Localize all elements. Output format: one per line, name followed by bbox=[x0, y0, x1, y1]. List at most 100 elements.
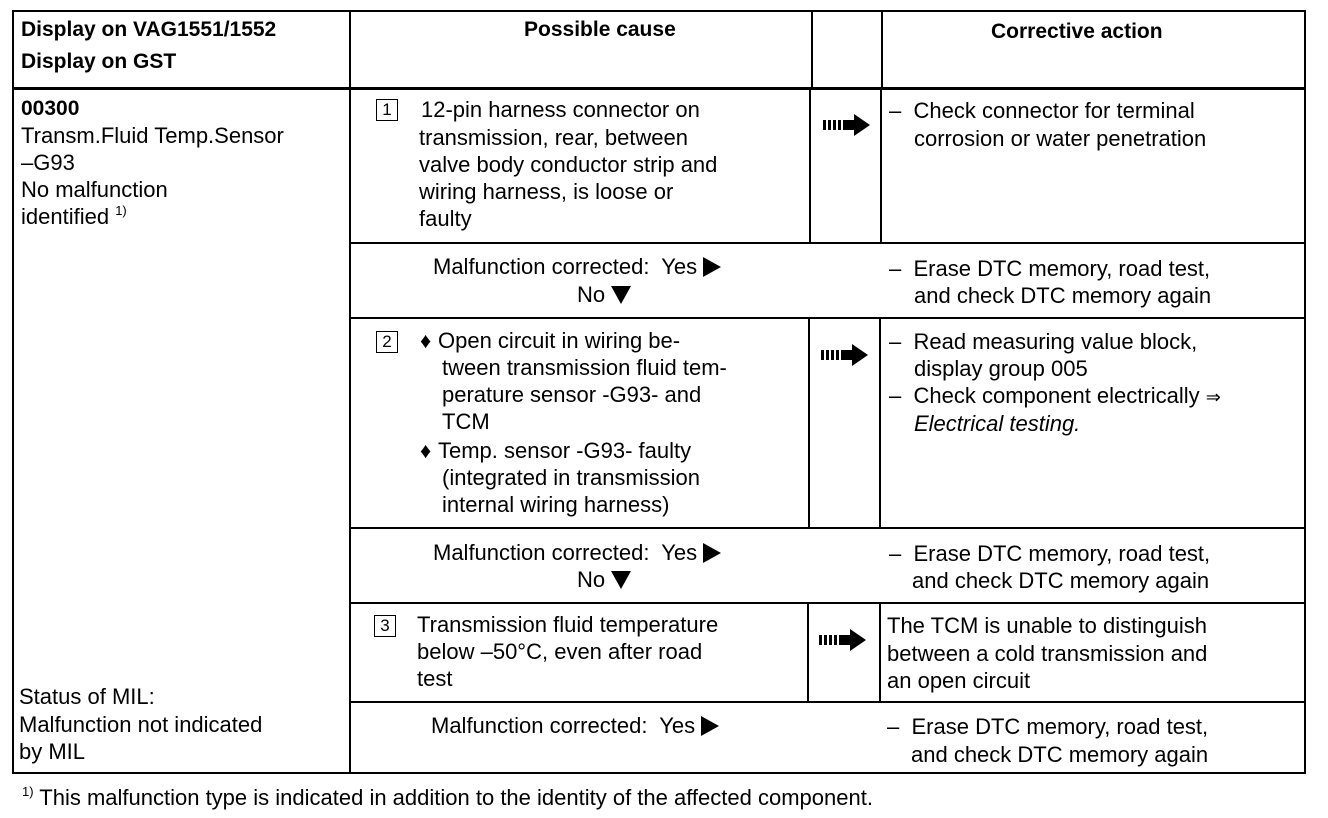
erase-text: Erase DTC memory, road test, bbox=[913, 541, 1211, 566]
corrected-1-no: No bbox=[577, 281, 632, 308]
cause-2-bullet1-line3: perature sensor -G93- and bbox=[442, 382, 702, 407]
footnote: 1) This malfunction type is indicated in… bbox=[22, 785, 873, 811]
electrical-testing-link[interactable]: Electrical testing. bbox=[914, 411, 1081, 436]
step-number-1: 1 bbox=[376, 99, 398, 121]
triangle-right-icon bbox=[701, 716, 720, 736]
yes-label: Yes bbox=[659, 713, 696, 738]
bullet-icon: ♦ bbox=[420, 438, 432, 463]
action-3-line1: The TCM is unable to distinguish bbox=[887, 613, 1207, 638]
triangle-right-icon bbox=[703, 257, 722, 277]
cause-1-line5: faulty bbox=[419, 206, 472, 231]
divider bbox=[808, 318, 810, 529]
cause-2-bullet1-line2: tween transmission fluid tem- bbox=[442, 355, 727, 380]
cause-2-b2-text: Temp. sensor -G93- faulty bbox=[438, 438, 692, 463]
corrected-3-action-line1: – Erase DTC memory, road test, bbox=[887, 713, 1208, 740]
cause-1-line1: 12-pin harness connector on bbox=[421, 97, 700, 122]
erase-text: Erase DTC memory, road test, bbox=[911, 714, 1209, 739]
triangle-down-icon bbox=[611, 286, 632, 304]
triangle-down-icon bbox=[611, 571, 632, 589]
dash: – bbox=[889, 541, 902, 566]
yes-label: Yes bbox=[661, 254, 698, 279]
divider bbox=[349, 602, 1306, 604]
action-3-line3: an open circuit bbox=[887, 668, 1031, 693]
action-2-text3: Check component electrically bbox=[913, 383, 1200, 408]
action-1-text1: Check connector for terminal bbox=[913, 98, 1195, 123]
triangle-right-icon bbox=[703, 543, 722, 563]
divider bbox=[807, 603, 809, 702]
divider bbox=[349, 317, 1306, 319]
corrected-2-action-line1: – Erase DTC memory, road test, bbox=[889, 540, 1210, 567]
arrow-right-icon bbox=[819, 629, 866, 651]
divider bbox=[349, 242, 1306, 244]
corrected-2-action-line2: and check DTC memory again bbox=[912, 568, 1210, 593]
mil-status-line2: Malfunction not indicated bbox=[19, 712, 263, 737]
link-arrow-icon: ⇒ bbox=[1205, 387, 1221, 407]
cause-1-line2: transmission, rear, between bbox=[419, 125, 689, 150]
divider bbox=[349, 10, 351, 774]
action-1-line1: – Check connector for terminal bbox=[889, 97, 1195, 124]
corrected-2-yes: Malfunction corrected: Yes bbox=[433, 539, 722, 566]
header-display-line1: Display on VAG1551/1552 bbox=[21, 18, 277, 41]
corrected-2-no: No bbox=[577, 566, 632, 593]
cause-2-bullet2-line1: ♦Temp. sensor -G93- faulty bbox=[420, 437, 691, 464]
bullet-icon: ♦ bbox=[420, 328, 432, 353]
divider bbox=[880, 90, 882, 244]
diagnostic-table bbox=[12, 10, 1306, 774]
action-2-line3: – Check component electrically ⇒ bbox=[889, 382, 1221, 411]
footnote-ref: 1) bbox=[115, 203, 127, 218]
divider bbox=[349, 527, 1306, 529]
yes-label: Yes bbox=[661, 540, 698, 565]
divider bbox=[349, 701, 1306, 703]
cause-2-b1-text: Open circuit in wiring be- bbox=[438, 328, 681, 353]
fault-desc-line2: –G93 bbox=[21, 150, 75, 175]
corrected-label: Malfunction corrected: bbox=[433, 254, 650, 279]
footnote-mark: 1) bbox=[22, 784, 34, 799]
divider bbox=[811, 10, 813, 88]
step-number-3: 3 bbox=[374, 615, 396, 637]
corrected-1-action-line2: and check DTC memory again bbox=[914, 283, 1212, 308]
action-2-line2: display group 005 bbox=[914, 356, 1088, 381]
erase-text: Erase DTC memory, road test, bbox=[913, 256, 1211, 281]
step-number-2: 2 bbox=[376, 331, 398, 353]
action-2-text1: Read measuring value block, bbox=[913, 329, 1198, 354]
corrected-label: Malfunction corrected: bbox=[433, 540, 650, 565]
divider bbox=[881, 10, 883, 88]
dash: – bbox=[889, 256, 902, 281]
action-2-line1: – Read measuring value block, bbox=[889, 328, 1197, 355]
header-display-line2: Display on GST bbox=[21, 50, 177, 73]
fault-desc-line1: Transm.Fluid Temp.Sensor bbox=[21, 123, 284, 148]
corrected-1-yes: Malfunction corrected: Yes bbox=[433, 253, 722, 280]
action-3-line2: between a cold transmission and bbox=[887, 641, 1208, 666]
arrow-right-icon bbox=[823, 114, 870, 136]
divider bbox=[879, 603, 881, 702]
no-label: No bbox=[577, 282, 606, 307]
cause-3-line1: Transmission fluid temperature bbox=[417, 612, 719, 637]
mil-status-line3: by MIL bbox=[19, 739, 86, 764]
action-1-line2: corrosion or water penetration bbox=[914, 126, 1207, 151]
dash: – bbox=[889, 98, 902, 123]
cause-2-bullet2-line3: internal wiring harness) bbox=[442, 492, 670, 517]
cause-2-bullet2-line2: (integrated in transmission bbox=[442, 465, 701, 490]
no-label: No bbox=[577, 567, 606, 592]
dash: – bbox=[889, 329, 902, 354]
divider bbox=[12, 87, 1306, 90]
cause-1-line4: wiring harness, is loose or bbox=[419, 179, 674, 204]
header-possible-cause: Possible cause bbox=[524, 18, 676, 41]
dash: – bbox=[889, 383, 902, 408]
fault-desc-line4: identified 1) bbox=[21, 203, 127, 230]
divider bbox=[879, 318, 881, 529]
corrected-label: Malfunction corrected: bbox=[431, 713, 648, 738]
dash: – bbox=[887, 714, 900, 739]
arrow-right-icon bbox=[821, 344, 868, 366]
corrected-3-yes: Malfunction corrected: Yes bbox=[431, 712, 720, 739]
cause-3-line3: test bbox=[417, 666, 453, 691]
corrected-1-action-line1: – Erase DTC memory, road test, bbox=[889, 255, 1210, 282]
header-corrective-action: Corrective action bbox=[991, 20, 1163, 43]
cause-2-bullet1-line4: TCM bbox=[442, 409, 490, 434]
divider bbox=[809, 90, 811, 244]
corrected-3-action-line2: and check DTC memory again bbox=[911, 742, 1209, 767]
mil-status-label: Status of MIL: bbox=[19, 684, 155, 709]
cause-1-line3: valve body conductor strip and bbox=[419, 152, 718, 177]
fault-desc-line4-text: identified bbox=[21, 204, 110, 229]
footnote-text: This malfunction type is indicated in ad… bbox=[39, 785, 873, 810]
